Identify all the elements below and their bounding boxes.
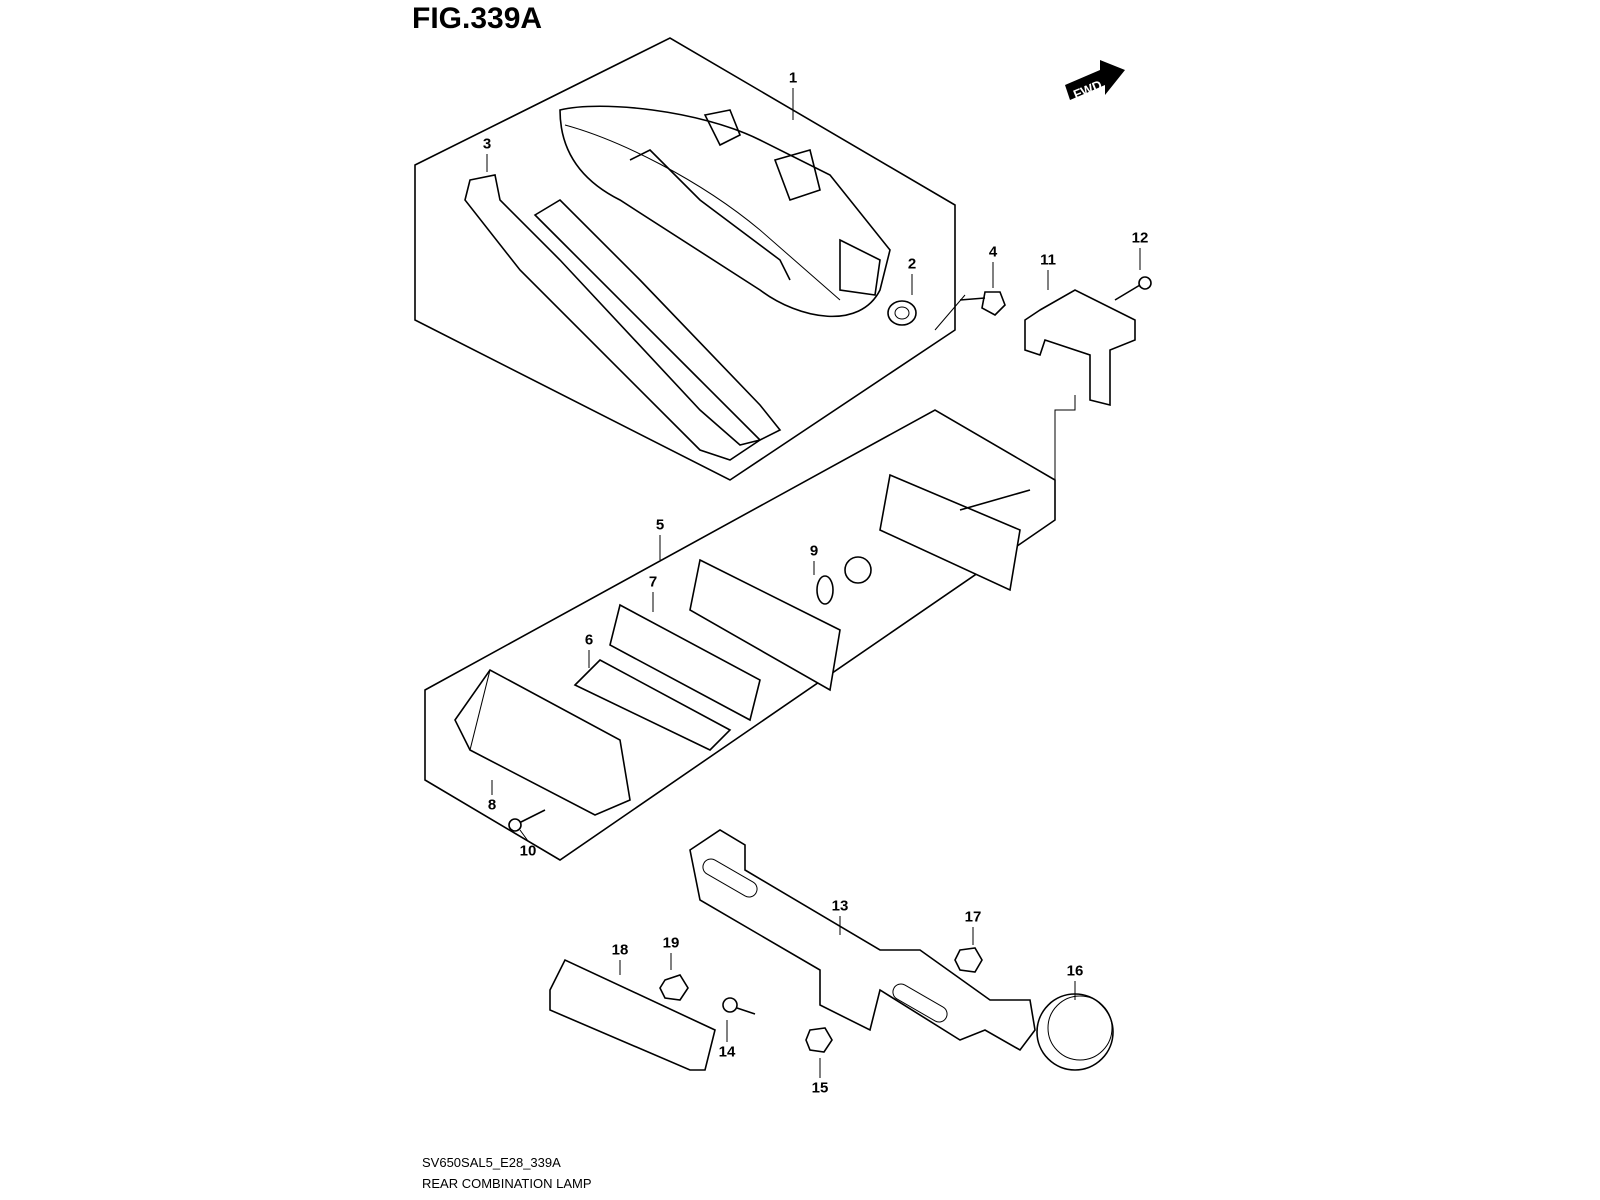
part-13-bracket — [689, 829, 1036, 1052]
part-9-bulb — [816, 575, 834, 605]
part-11-bracket — [1024, 289, 1136, 407]
figure-title: FIG.339A — [412, 2, 543, 35]
callout-13: 13 — [831, 897, 849, 915]
part-19-nut — [659, 974, 689, 1001]
callout-8: 8 — [487, 796, 497, 814]
callout-18: 18 — [611, 941, 629, 959]
part-2-grommet — [887, 300, 917, 326]
callout-16: 16 — [1066, 962, 1084, 980]
callout-1: 1 — [788, 69, 798, 87]
callout-2: 2 — [907, 255, 917, 273]
callout-3: 3 — [482, 135, 492, 153]
callout-19: 19 — [662, 934, 680, 952]
part-14-bolt — [722, 997, 738, 1013]
fwd-arrow-icon — [1065, 60, 1125, 100]
figure-name: REAR COMBINATION LAMP — [422, 1176, 592, 1191]
assembly-box-1 — [414, 37, 956, 481]
callout-6: 6 — [584, 631, 594, 649]
part-3-gasket — [464, 174, 761, 461]
part-6-reflector — [573, 659, 732, 751]
part-15-nut — [805, 1027, 833, 1053]
part-socket-plate — [879, 473, 1021, 592]
part-12-screw — [1114, 284, 1141, 301]
callout-17: 17 — [964, 908, 982, 926]
part-18-reflector — [549, 958, 716, 1071]
part-1-tail-lamp — [559, 105, 891, 318]
part-4-bolt — [981, 291, 1006, 316]
callout-14: 14 — [718, 1043, 736, 1061]
callout-9: 9 — [809, 542, 819, 560]
part-lamp-housing — [689, 558, 841, 692]
part-17-nut — [954, 947, 983, 973]
callout-7: 7 — [648, 573, 658, 591]
assembly-box-5 — [424, 409, 1056, 861]
callout-12: 12 — [1131, 229, 1149, 247]
leader-line-10 — [519, 829, 529, 842]
part-7-gasket — [609, 603, 761, 722]
callout-5: 5 — [655, 516, 665, 534]
callout-10: 10 — [519, 842, 537, 860]
callout-11: 11 — [1040, 251, 1056, 269]
callout-4: 4 — [988, 243, 998, 261]
callout-15: 15 — [811, 1079, 829, 1097]
figure-code: SV650SAL5_E28_339A — [422, 1155, 561, 1170]
